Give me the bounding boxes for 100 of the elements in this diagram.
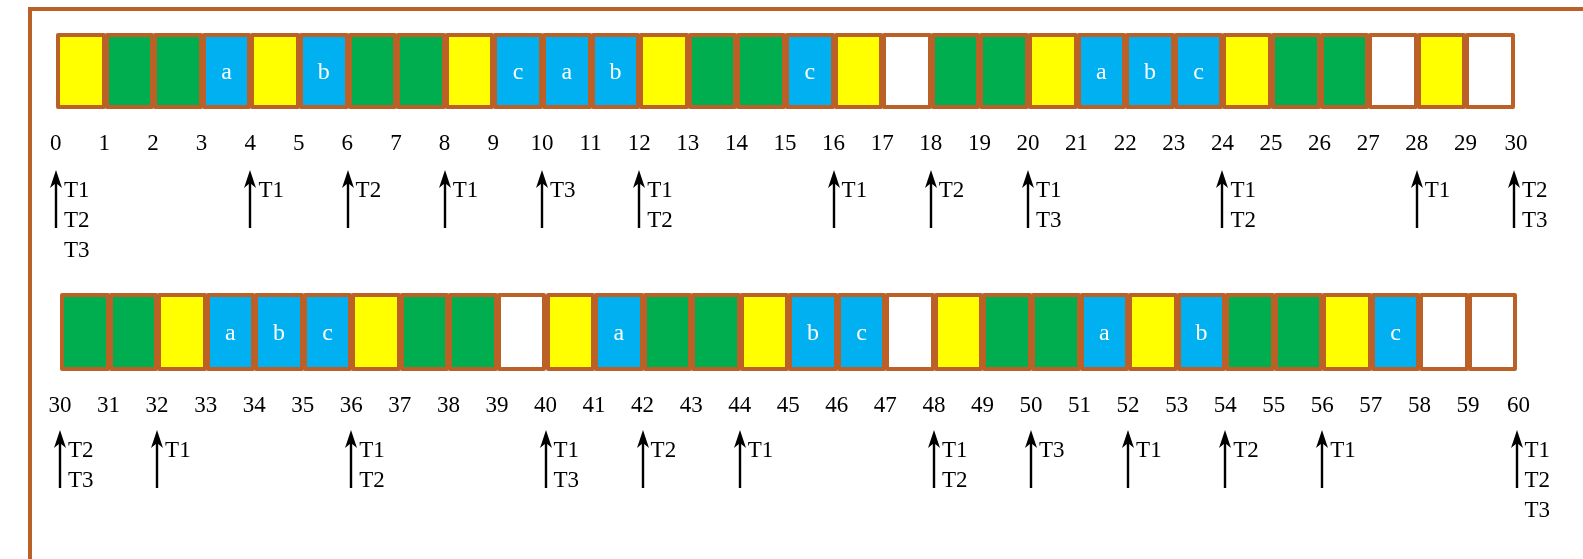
empty-slot-cell <box>642 293 693 371</box>
task-release-label: T1 T3 <box>553 436 580 494</box>
empty-slot-cell <box>1419 293 1469 371</box>
time-tick-label: 28 <box>1405 130 1429 156</box>
time-tick-label: 29 <box>1453 130 1477 156</box>
empty-slot-cell <box>347 33 398 109</box>
empty-slot-cell <box>351 293 401 371</box>
slot-cell: a <box>1079 293 1130 371</box>
time-tick-label: 16 <box>822 130 846 156</box>
time-tick-label: 23 <box>1162 130 1186 156</box>
time-tick-label: 39 <box>485 392 509 418</box>
slot-cell: b <box>590 33 641 109</box>
time-tick-label: 42 <box>631 392 655 418</box>
time-tick-label: 15 <box>773 130 797 156</box>
empty-slot-cell <box>930 33 981 109</box>
time-tick-label: 7 <box>390 130 402 156</box>
time-tick-label: 48 <box>922 392 946 418</box>
time-tick-label: 25 <box>1259 130 1283 156</box>
time-tick-label: 1 <box>98 130 111 156</box>
time-tick-label: 51 <box>1068 392 1092 418</box>
time-tick-label: 60 <box>1507 392 1530 418</box>
time-tick-label: 2 <box>147 130 159 156</box>
time-tick-label: 44 <box>728 392 752 418</box>
task-release-label: T2 <box>355 176 382 204</box>
empty-slot-cell <box>108 293 159 371</box>
time-tick-label: 59 <box>1456 392 1480 418</box>
time-tick-label: 57 <box>1359 392 1383 418</box>
task-release-label: T1 <box>841 176 868 204</box>
time-tick-label: 8 <box>438 130 451 156</box>
time-tick-label: 34 <box>242 392 266 418</box>
task-release-label: T1 T2 <box>941 436 968 494</box>
time-tick-label: 47 <box>873 392 897 418</box>
time-tick-label: 13 <box>676 130 700 156</box>
task-release-label: T1 <box>1330 436 1356 464</box>
task-release-label: T1 <box>747 436 774 464</box>
task-release-label: T2 <box>938 176 965 204</box>
slot-cell: c <box>1370 293 1421 371</box>
empty-slot-cell <box>1467 293 1518 371</box>
time-tick-label: 18 <box>919 130 943 156</box>
slot-cell: c <box>302 293 353 371</box>
task-release-label: T2 <box>650 436 677 464</box>
slot-cell: b <box>788 293 838 371</box>
task-release-label: T3 <box>550 176 576 204</box>
slot-cell: a <box>201 33 252 109</box>
empty-slot-cell <box>1271 33 1321 109</box>
slot-cell: a <box>1076 33 1127 109</box>
time-tick-label: 30 <box>1504 130 1528 156</box>
empty-slot-cell <box>691 293 741 371</box>
empty-slot-cell <box>1273 293 1324 371</box>
empty-slot-cell <box>1368 33 1418 109</box>
time-tick-label: 20 <box>1016 130 1040 156</box>
task-release-label: T2 T3 <box>1522 176 1548 234</box>
time-tick-label: 40 <box>534 392 557 418</box>
task-release-label: T1 T2 T3 <box>1524 436 1551 524</box>
empty-slot-cell <box>687 33 738 109</box>
slot-cell: c <box>836 293 887 371</box>
time-tick-label: 41 <box>582 392 606 418</box>
slot-cell: b <box>1125 33 1175 109</box>
task-release-label: T1 <box>258 176 284 204</box>
empty-slot-cell <box>833 33 884 109</box>
task-release-label: T1 <box>165 436 191 464</box>
empty-slot-cell <box>1028 33 1078 109</box>
task-release-label: T1 <box>1136 436 1162 464</box>
task-release-label: T1 T3 <box>1036 176 1062 234</box>
empty-slot-cell <box>250 33 300 109</box>
empty-slot-cell <box>1322 293 1372 371</box>
time-tick-label: 21 <box>1065 130 1089 156</box>
time-tick-label: 38 <box>436 392 460 418</box>
time-tick-label: 36 <box>339 392 363 418</box>
task-release-label: T1 <box>1424 176 1451 204</box>
time-tick-label: 3 <box>195 130 208 156</box>
task-release-label: T2 <box>1233 436 1259 464</box>
time-tick-label: 55 <box>1262 392 1286 418</box>
time-tick-label: 32 <box>145 392 169 418</box>
empty-slot-cell <box>444 33 495 109</box>
empty-slot-cell <box>1319 33 1370 109</box>
task-release-label: T1 T2 <box>647 176 673 234</box>
empty-slot-cell <box>885 293 935 371</box>
empty-slot-cell <box>1416 33 1467 109</box>
empty-slot-cell <box>396 33 446 109</box>
empty-slot-cell <box>982 293 1032 371</box>
time-tick-label: 26 <box>1308 130 1332 156</box>
empty-slot-cell <box>153 33 203 109</box>
time-tick-label: 27 <box>1356 130 1380 156</box>
empty-slot-cell <box>1222 33 1272 109</box>
empty-slot-cell <box>60 293 110 371</box>
slot-cell: c <box>493 33 543 109</box>
time-tick-label: 30 <box>48 392 72 418</box>
time-tick-label: 14 <box>724 130 748 156</box>
time-tick-label: 54 <box>1213 392 1237 418</box>
time-tick-label: 43 <box>679 392 703 418</box>
task-release-label: T1 T2 <box>359 436 385 494</box>
time-tick-label: 56 <box>1310 392 1334 418</box>
empty-slot-cell <box>882 33 932 109</box>
time-tick-label: 24 <box>1210 130 1234 156</box>
empty-slot-cell <box>399 293 450 371</box>
time-tick-label: 17 <box>870 130 894 156</box>
empty-slot-cell <box>1031 293 1081 371</box>
time-tick-label: 45 <box>776 392 800 418</box>
empty-slot-cell <box>739 293 790 371</box>
